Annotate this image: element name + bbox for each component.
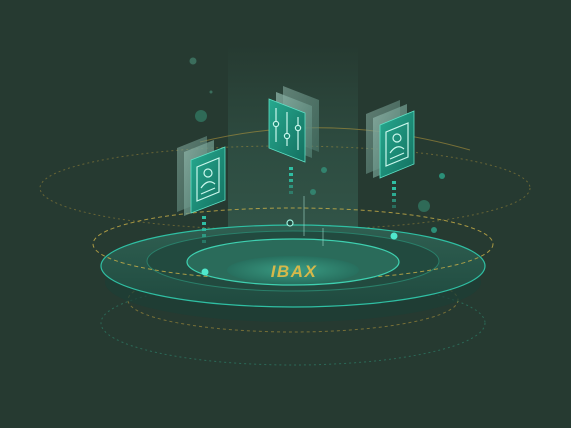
sliders-icon [272, 108, 302, 150]
disc-dashed-ring [92, 207, 494, 281]
user-card-icon [196, 157, 220, 202]
card-stack-left [177, 136, 226, 216]
user-card-icon-right [385, 122, 409, 167]
platform-disc [92, 207, 494, 322]
orbit-ring-outer [39, 145, 531, 231]
connector-dots [202, 167, 396, 243]
card-stack-right [366, 100, 415, 179]
orbit-nodes [201, 219, 398, 276]
orbit-arc [199, 127, 471, 151]
lower-ring-dashed [100, 280, 486, 366]
card-stack-center [268, 86, 319, 163]
ibax-logo: IBAX [271, 262, 318, 281]
